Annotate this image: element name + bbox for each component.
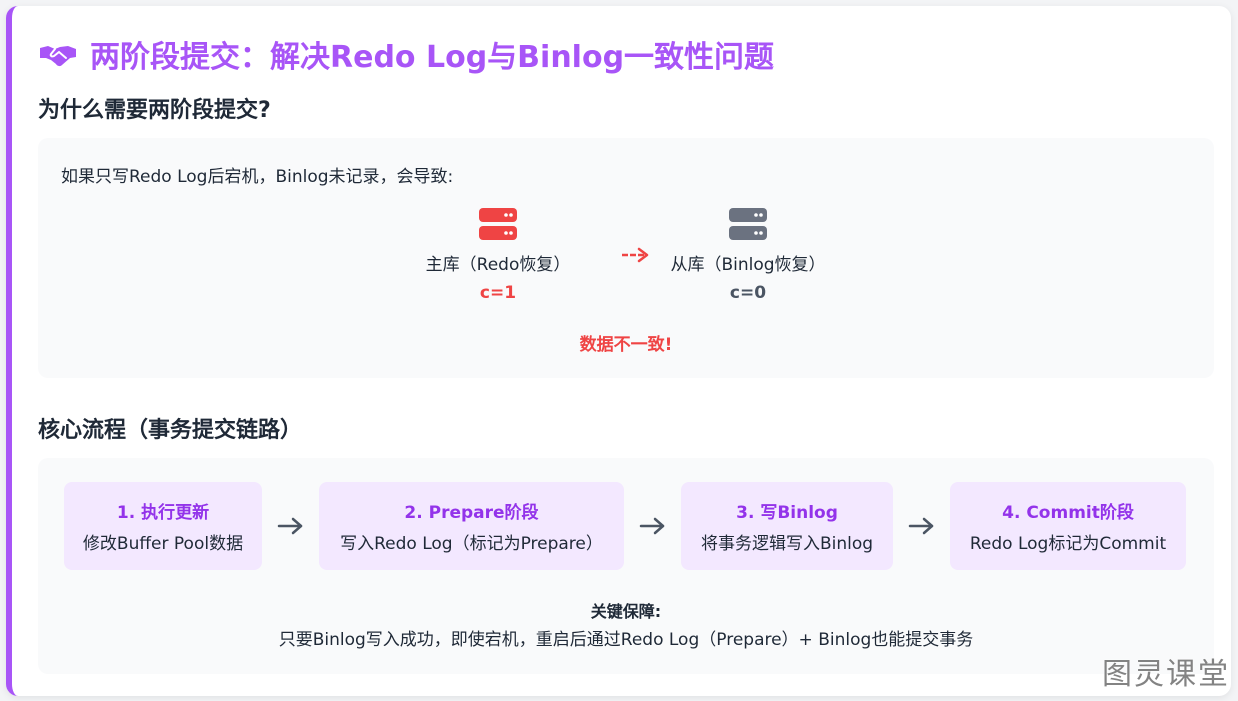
- flow-step-desc: 将事务逻辑写入Binlog: [700, 534, 874, 554]
- flow-step-desc: Redo Log标记为Commit: [969, 534, 1167, 554]
- arrow-right-icon: [639, 517, 665, 535]
- inconsistency-warning: 数据不一致!: [579, 335, 673, 355]
- server-icon: [479, 208, 517, 240]
- flow-step-desc: 修改Buffer Pool数据: [82, 534, 244, 554]
- arrow-right-icon: [622, 247, 649, 263]
- flow-step-title: 1. 执行更新: [116, 503, 210, 523]
- slave-db: 从库（Binlog恢复） c=0: [663, 208, 833, 303]
- content-card: 两阶段提交：解决Redo Log与Binlog一致性问题 为什么需要两阶段提交?…: [6, 6, 1231, 696]
- handshake-icon: [38, 39, 78, 69]
- arrow-right-icon: [277, 517, 303, 535]
- flow-step-2: 2. Prepare阶段 写入Redo Log（标记为Prepare）: [319, 482, 624, 570]
- arrow-right-icon: [908, 517, 934, 535]
- why-heading: 为什么需要两阶段提交?: [38, 98, 271, 123]
- master-db: 主库（Redo恢复） c=1: [423, 208, 573, 303]
- master-db-value: c=1: [479, 283, 517, 303]
- flow-step-4: 4. Commit阶段 Redo Log标记为Commit: [950, 482, 1186, 570]
- slave-db-value: c=0: [729, 283, 767, 303]
- flow-step-title: 3. 写Binlog: [736, 503, 838, 523]
- why-intro: 如果只写Redo Log后宕机，Binlog未记录，会导致:: [61, 167, 454, 187]
- guarantee-desc: 只要Binlog写入成功，即使宕机，重启后通过Redo Log（Prepare）…: [278, 630, 974, 650]
- slave-db-label: 从库（Binlog恢复）: [670, 255, 826, 275]
- page-title: 两阶段提交：解决Redo Log与Binlog一致性问题: [38, 32, 774, 76]
- flow-panel: 1. 执行更新 修改Buffer Pool数据 2. Prepare阶段 写入R…: [38, 458, 1214, 674]
- flow-step-title: 4. Commit阶段: [1002, 503, 1134, 523]
- flow-heading: 核心流程（事务提交链路）: [38, 418, 303, 443]
- why-panel: 如果只写Redo Log后宕机，Binlog未记录，会导致: 主库（Redo恢复…: [38, 138, 1214, 378]
- flow-step-title: 2. Prepare阶段: [404, 503, 539, 523]
- watermark: 图灵课堂: [1102, 657, 1230, 692]
- flow-step-1: 1. 执行更新 修改Buffer Pool数据: [64, 482, 262, 570]
- page-title-text: 两阶段提交：解决Redo Log与Binlog一致性问题: [90, 40, 775, 75]
- guarantee-title: 关键保障:: [590, 602, 662, 621]
- flow-step-3: 3. 写Binlog 将事务逻辑写入Binlog: [681, 482, 893, 570]
- master-db-label: 主库（Redo恢复）: [425, 255, 571, 275]
- server-icon: [729, 208, 767, 240]
- flow-step-desc: 写入Redo Log（标记为Prepare）: [340, 534, 603, 554]
